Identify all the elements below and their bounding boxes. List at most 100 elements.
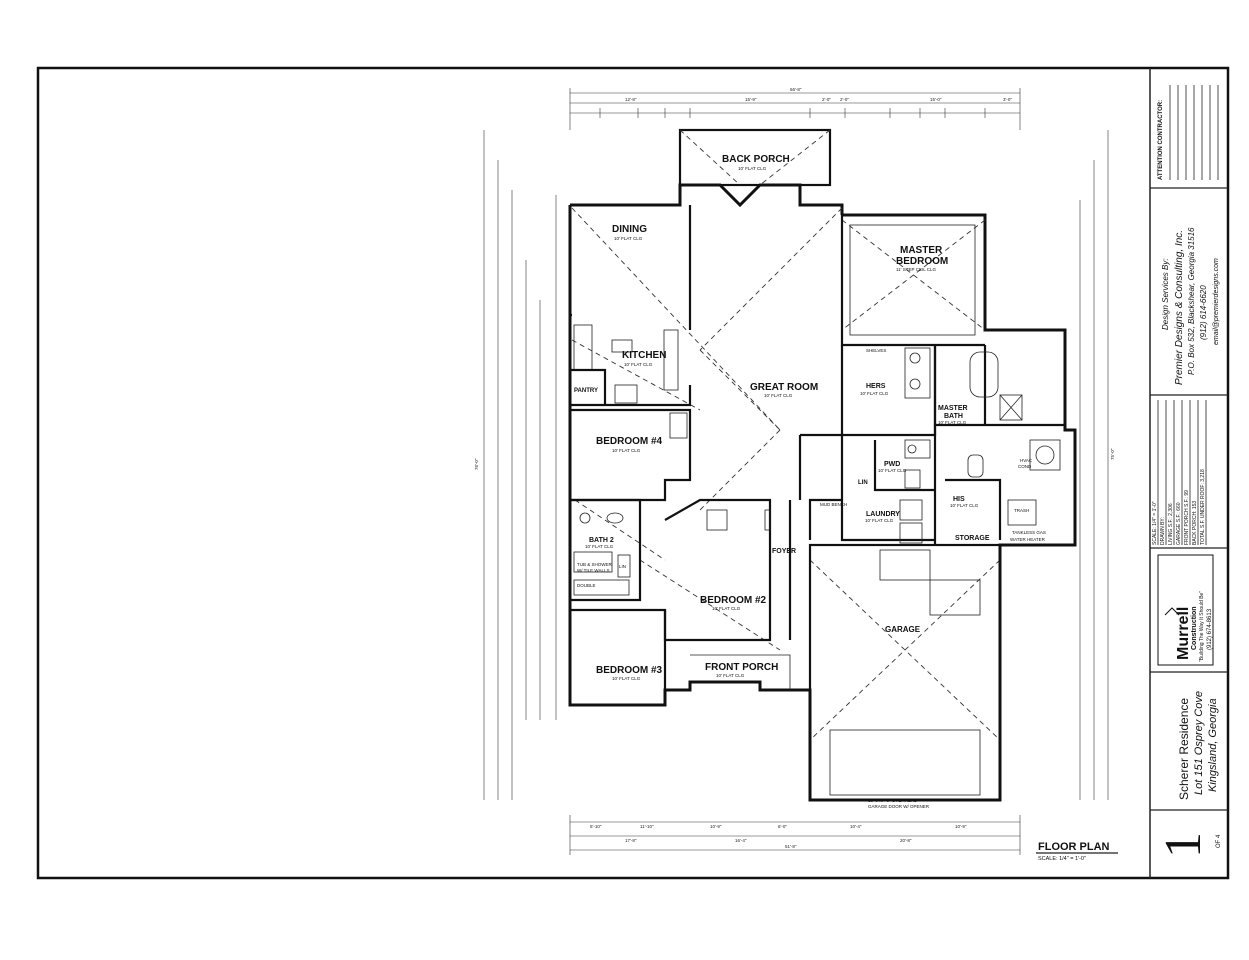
room-dining-clg: 10' FLAT CLG [614,236,643,241]
tb-info-1: DRAWN BY: [1160,517,1166,545]
tb-designer-label: Design Services By: [1161,258,1170,330]
dim-bottom-7: 17'-8" [625,838,637,843]
room-bath2: BATH 2 [589,537,614,544]
room-great-room: GREAT ROOM [750,382,818,393]
note-double: DOUBLE [577,583,596,588]
room-bedroom3: BEDROOM #3 [596,665,663,676]
tb-info-2: LIVING S.F.: 2,306 [1168,503,1174,545]
note-shelves: SHELVES [866,348,886,353]
room-pantry: PANTRY [574,388,598,394]
room-labels: DINING 10' FLAT CLG MASTER BEDROOM 11' S… [574,224,990,681]
room-bedroom4-clg: 10' FLAT CLG [612,448,641,453]
tb-project-city: Kingsland, Georgia [1207,698,1219,792]
room-hers: HERS [866,383,886,390]
note-tile-walls: W/ TILE WALLS [577,568,610,573]
room-back-porch: BACK PORCH [722,154,790,165]
room-master-bedroom-2: BEDROOM [896,256,948,267]
dim-left-overall: 76'-0" [474,458,479,470]
room-his: HIS [953,496,965,503]
room-mud-bench: MUD BENCH [820,502,847,507]
tb-designer-phone: (912) 614-6620 [1199,285,1208,340]
room-storage: STORAGE [955,535,990,542]
room-his-clg: 10' FLAT CLG [950,503,979,508]
dim-bottom-3: 10'-9" [710,824,722,829]
dim-right-overall: 75'-0" [1110,448,1115,460]
floor-plan-title-group: FLOOR PLAN SCALE: 1/4" = 1'-0" [1036,841,1118,862]
dim-overall-bottom: 51'-8" [785,844,797,849]
tb-project-lot: Lot 151 Osprey Cove [1193,691,1205,795]
title-block: ATTENTION CONTRACTOR: Design Services By… [1149,68,1228,878]
roof-lines [571,207,1001,741]
tb-sheet-of: OF 4 [1216,834,1222,848]
tb-info-3: GARAGE S.F.: 660 [1176,502,1182,545]
room-master-bath: MASTER [938,405,968,412]
dim-bottom-9: 20'-8" [900,838,912,843]
note-garage-opener: GARAGE DOOR W/ OPENER [868,804,930,809]
dim-bottom-8: 16'-4" [735,838,747,843]
dim-bottom-6: 10'-9" [955,824,967,829]
dim-bottom-5: 10'-4" [850,824,862,829]
builder-logo: Murrell Construction "Building The Way I… [1157,554,1214,666]
room-front-porch: FRONT PORCH [705,662,778,673]
tb-project-name: Scherer Residence [1177,698,1191,800]
back-porch: BACK PORCH 10' FLAT CLG [678,128,832,187]
room-garage: GARAGE [885,625,921,634]
dim-bottom-2: 11'-10" [640,824,654,829]
room-pwd-clg: 10' FLAT CLG [878,468,907,473]
tb-designer-address: P.O. Box 532, Blackshear, Georgia 31516 [1187,227,1196,375]
room-lin: LIN [858,480,868,486]
dim-top-1: 12'-8" [625,97,637,102]
dim-top-2: 15'-9" [745,97,757,102]
note-lin-bath2: LIN [619,564,626,569]
room-bedroom4: BEDROOM #4 [596,436,663,447]
room-great-room-clg: 10' FLAT CLG [764,393,793,398]
room-foyer: FOYER [772,548,796,555]
tb-attention: ATTENTION CONTRACTOR: [1158,100,1164,180]
dim-top-3: 2'-0" [822,97,831,102]
room-back-porch-clg: 10' FLAT CLG [738,166,767,171]
room-bedroom2-clg: 10' FLAT CLG [712,606,741,611]
plan-notes: TUB & SHOWER W/ TILE WALLS HVAC COND TRA… [577,348,1046,809]
tb-info-table: SCALE: 1/4" = 1'-0" DRAWN BY: LIVING S.F… [1152,400,1207,545]
room-pwd: PWD [884,461,900,468]
room-front-porch-clg: 10' FLAT CLG [716,673,745,678]
dimension-lines: 66'-8" 12'-8" 15'-9" 2'-0" 2'-0" 15'-0" … [474,87,1115,855]
tb-designer-name: Premier Designs & Consulting, Inc. [1174,230,1185,385]
note-garage-door: 16'-0"x7'-0" OVERHEAD [868,798,918,803]
room-bedroom3-clg: 10' FLAT CLG [612,676,641,681]
room-dining: DINING [612,224,647,235]
sheet-border [36,66,1230,880]
room-laundry-clg: 10' FLAT CLG [865,518,894,523]
room-hers-clg: 10' FLAT CLG [860,391,889,396]
room-master-bath-2: BATH [944,413,963,420]
tb-info-5: BACK PORCH: 153 [1192,501,1198,545]
tb-designer-email: email@premierdesigns.com [1213,258,1220,345]
room-laundry: LAUNDRY [866,511,900,518]
tb-builder-phone: (912) 674-8613 [1207,608,1213,650]
note-tankless: TANKLESS GAS [1012,530,1046,535]
note-hvac: HVAC [1020,458,1033,463]
note-cond: COND [1018,464,1032,469]
room-bath2-clg: 10' FLAT CLG [585,544,614,549]
dim-top-4: 2'-0" [840,97,849,102]
tb-builder-sub: Construction [1191,606,1198,650]
floor-plan-scale: SCALE: 1/4" = 1'-0" [1038,856,1086,862]
dim-overall-top: 66'-8" [790,87,802,92]
note-water-heater: WATER HEATER [1010,537,1046,542]
note-tub-shower: TUB & SHOWER [577,562,613,567]
dim-bottom-1: 5'-10" [590,824,602,829]
note-trash: TRASH [1014,508,1029,513]
floor-plan-title: FLOOR PLAN [1038,841,1110,853]
room-master-bedroom-clg: 11' STEP CEIL CLG [896,267,937,272]
room-kitchen: KITCHEN [622,350,666,361]
tb-sheet-number: 1 [1155,832,1212,858]
interior-walls [570,205,1065,802]
tb-info-6: TOTAL S.F. UNDER ROOF: 3,218 [1200,469,1206,545]
dim-top-6: 3'-0" [1003,97,1012,102]
tb-info-0: SCALE: 1/4" = 1'-0" [1152,501,1158,545]
room-kitchen-clg: 10' FLAT CLG [624,362,653,367]
room-bedroom2: BEDROOM #2 [700,595,767,606]
tb-info-4: FRONT PORCH S.F.: 99 [1184,490,1190,545]
tb-builder-name: Murrell [1175,607,1192,660]
